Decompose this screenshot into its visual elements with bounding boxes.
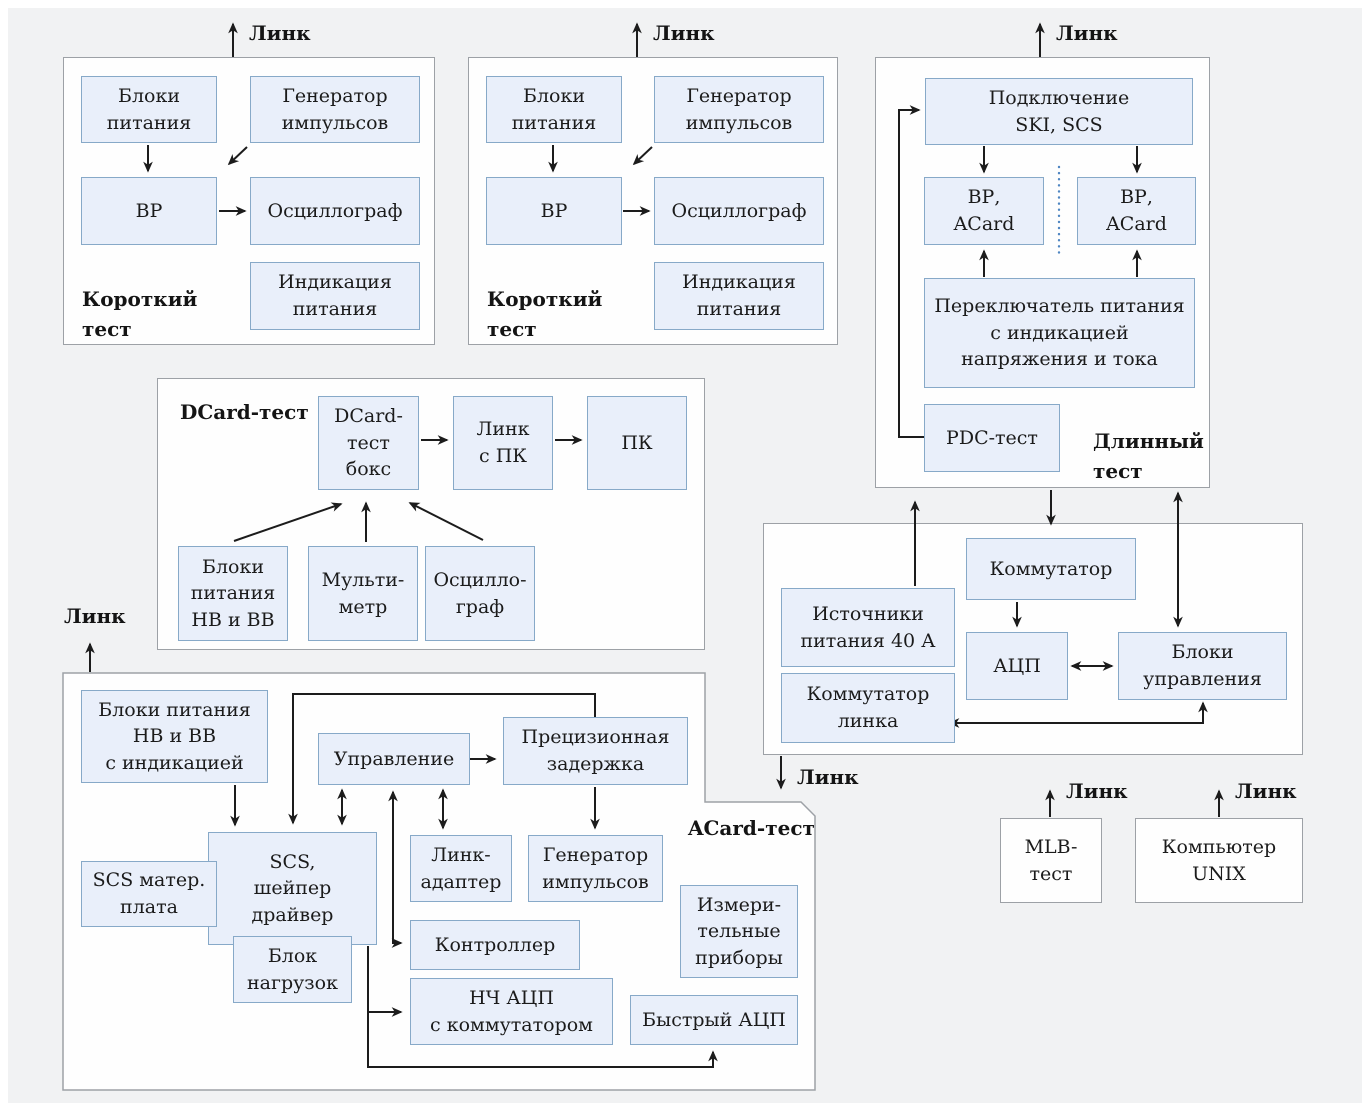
acard-load-unit-box: Блок нагрузок — [233, 936, 352, 1003]
support-rack-power-sources-box: Источники питания 40 А — [781, 588, 955, 667]
long-test-pdc-test-box: PDC-тест — [924, 404, 1060, 472]
acard-controller-box: Контроллер — [410, 920, 580, 970]
dcard-test-box: DCard- тест бокс — [318, 396, 419, 490]
dcard-link-to-pc-box: Линк с ПК — [453, 396, 553, 490]
acard-measuring-devices-box: Измери- тельные приборы — [680, 885, 798, 978]
acard-power-units-box: Блоки питания НВ и ВВ с индикацией — [81, 690, 268, 783]
dcard-oscilloscope-box: Осцилло- граф — [425, 546, 535, 641]
short-test-1-vr-box: ВР — [81, 177, 217, 245]
long-test-title: Длинный тест — [1093, 429, 1204, 483]
long-test-connection-box: Подключение SKI, SCS — [925, 78, 1193, 145]
acard-precision-delay-box: Прецизионная задержка — [503, 717, 688, 785]
short-test-2-power-units-box: Блоки питания — [486, 76, 622, 143]
dcard-power-units-box: Блоки питания НВ и ВВ — [178, 546, 288, 641]
link-label-unix-computer: Линк — [1235, 779, 1297, 803]
dcard-multimeter-box: Мульти- метр — [308, 546, 418, 641]
acard-control-box: Управление — [318, 733, 470, 785]
short-test-2-power-indication-box: Индикация питания — [654, 262, 824, 330]
support-rack-control-units-box: Блоки управления — [1118, 632, 1287, 700]
support-rack-commutator-box: Коммутатор — [966, 538, 1136, 600]
acard-lf-adc-box: НЧ АЦП с коммутатором — [410, 978, 613, 1045]
short-test-1-power-indication-box: Индикация питания — [250, 262, 420, 330]
short-test-2-oscilloscope-box: Осциллограф — [654, 177, 824, 245]
long-test-vr-acard-left-box: ВР, ACard — [924, 177, 1044, 245]
long-test-vr-acard-right-box: ВР, ACard — [1077, 177, 1196, 245]
short-test-2-pulse-generator-box: Генератор импульсов — [654, 76, 824, 143]
dcard-test-title: DCard-тест — [180, 400, 309, 424]
short-test-1-pulse-generator-box: Генератор импульсов — [250, 76, 420, 143]
link-label-mlb-test: Линк — [1066, 779, 1128, 803]
short-test-2-vr-box: ВР — [486, 177, 622, 245]
dcard-pc-box: ПК — [587, 396, 687, 490]
support-rack-adc-box: АЦП — [966, 632, 1068, 700]
long-test-power-switch-box: Переключатель питания с индикацией напря… — [924, 278, 1195, 388]
link-label-long-test: Линк — [1056, 21, 1118, 45]
unix-computer-box: Компьютер UNIX — [1135, 818, 1303, 903]
mlb-test-box: MLB- тест — [1000, 818, 1102, 903]
short-test-1-power-units-box: Блоки питания — [81, 76, 217, 143]
support-rack-link-commutator-box: Коммутатор линка — [781, 673, 955, 743]
short-test-1-oscilloscope-box: Осциллограф — [250, 177, 420, 245]
link-label-short-test-1: Линк — [249, 21, 311, 45]
acard-scs-mother-board-box: SCS матер. плата — [81, 861, 217, 927]
acard-scs-shaper-driver-box: SCS, шейпер драйвер — [208, 832, 377, 945]
short-test-1-title: Короткий тест — [82, 287, 198, 341]
link-label-acard-test: Линк — [64, 604, 126, 628]
link-label-support-rack: Линк — [797, 765, 859, 789]
short-test-2-title: Короткий тест — [487, 287, 603, 341]
acard-link-adapter-box: Линк- адаптер — [410, 835, 512, 902]
acard-fast-adc-box: Быстрый АЦП — [630, 995, 798, 1045]
acard-test-title: ACard-тест — [688, 816, 815, 840]
link-label-short-test-2: Линк — [653, 21, 715, 45]
acard-pulse-generator-box: Генератор импульсов — [528, 835, 663, 902]
